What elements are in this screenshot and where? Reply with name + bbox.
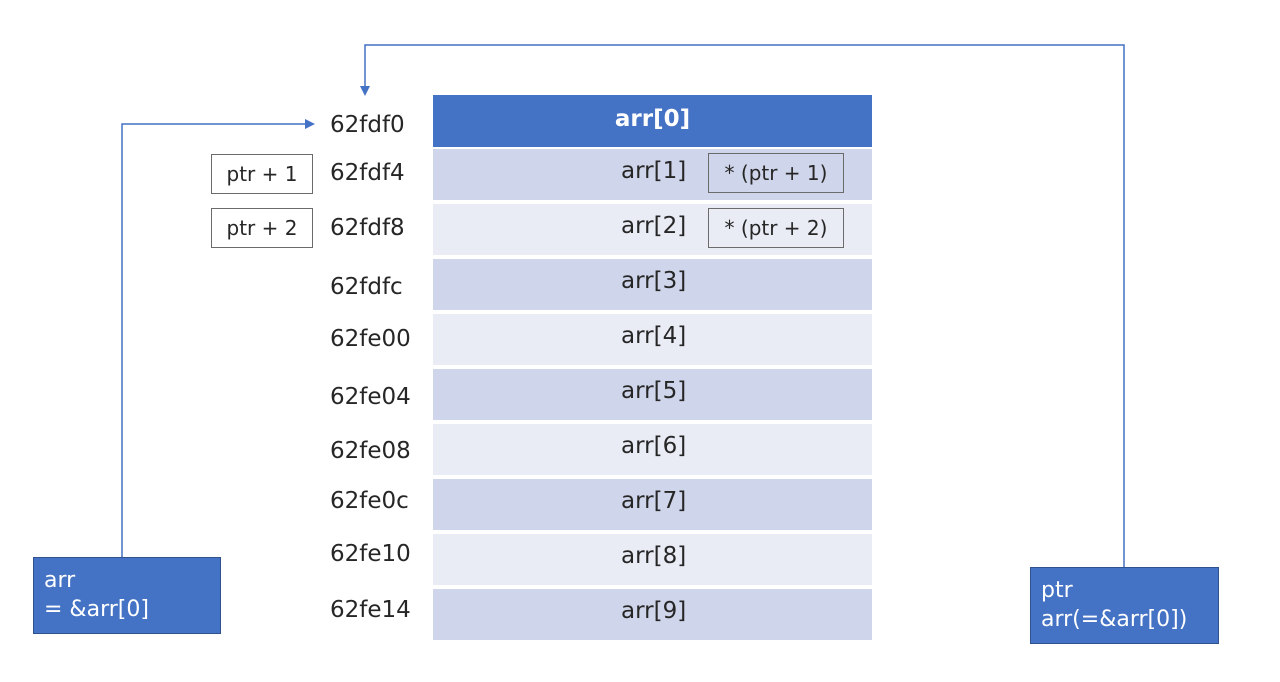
array-row-header: arr[0] bbox=[433, 95, 872, 147]
array-row: arr[4] bbox=[433, 312, 872, 365]
element-label: arr[1] bbox=[621, 158, 687, 184]
element-label: arr[0] bbox=[614, 106, 691, 132]
element-label: arr[2] bbox=[621, 213, 687, 239]
array-row: arr[1] * (ptr + 1) bbox=[433, 147, 872, 200]
ptr-box-line1: ptr bbox=[1041, 578, 1073, 603]
deref-box: * (ptr + 1) bbox=[708, 153, 844, 193]
address-label: 62fdf0 bbox=[330, 112, 405, 138]
arr-pointer-arrow bbox=[121, 119, 315, 558]
element-label: arr[4] bbox=[621, 323, 687, 349]
address-label: 62fe10 bbox=[330, 541, 411, 567]
ptr-offset-box: ptr + 1 bbox=[211, 154, 313, 194]
address-label: 62fe00 bbox=[330, 326, 411, 352]
ptr-pointer-arrow bbox=[360, 44, 1125, 567]
address-label: 62fe14 bbox=[330, 597, 411, 623]
arr-box-line1: arr bbox=[44, 568, 76, 593]
address-label: 62fdfc bbox=[330, 274, 403, 300]
array-row: arr[7] bbox=[433, 477, 872, 530]
address-label: 62fe04 bbox=[330, 384, 411, 410]
element-label: arr[6] bbox=[621, 433, 687, 459]
array-row: arr[2] * (ptr + 2) bbox=[433, 202, 872, 255]
address-label: 62fdf4 bbox=[330, 160, 405, 186]
array-row: arr[3] bbox=[433, 257, 872, 310]
deref-box: * (ptr + 2) bbox=[708, 208, 844, 248]
ptr-offset-box: ptr + 2 bbox=[211, 208, 313, 248]
element-label: arr[8] bbox=[621, 543, 687, 569]
array-row: arr[8] bbox=[433, 532, 872, 585]
array-row: arr[6] bbox=[433, 422, 872, 475]
ptr-variable-box: ptr arr(=&arr[0]) bbox=[1030, 567, 1219, 644]
address-label: 62fe08 bbox=[330, 438, 411, 464]
array-row: arr[9] bbox=[433, 587, 872, 640]
element-label: arr[7] bbox=[621, 488, 687, 514]
arr-variable-box: arr = &arr[0] bbox=[33, 557, 221, 634]
element-label: arr[5] bbox=[621, 378, 687, 404]
address-label: 62fdf8 bbox=[330, 215, 405, 241]
element-label: arr[9] bbox=[621, 598, 687, 624]
ptr-box-line2: arr(=&arr[0]) bbox=[1041, 607, 1188, 632]
array-row: arr[5] bbox=[433, 367, 872, 420]
arr-box-line2: = &arr[0] bbox=[44, 597, 149, 622]
address-label: 62fe0c bbox=[330, 488, 409, 514]
element-label: arr[3] bbox=[621, 268, 687, 294]
